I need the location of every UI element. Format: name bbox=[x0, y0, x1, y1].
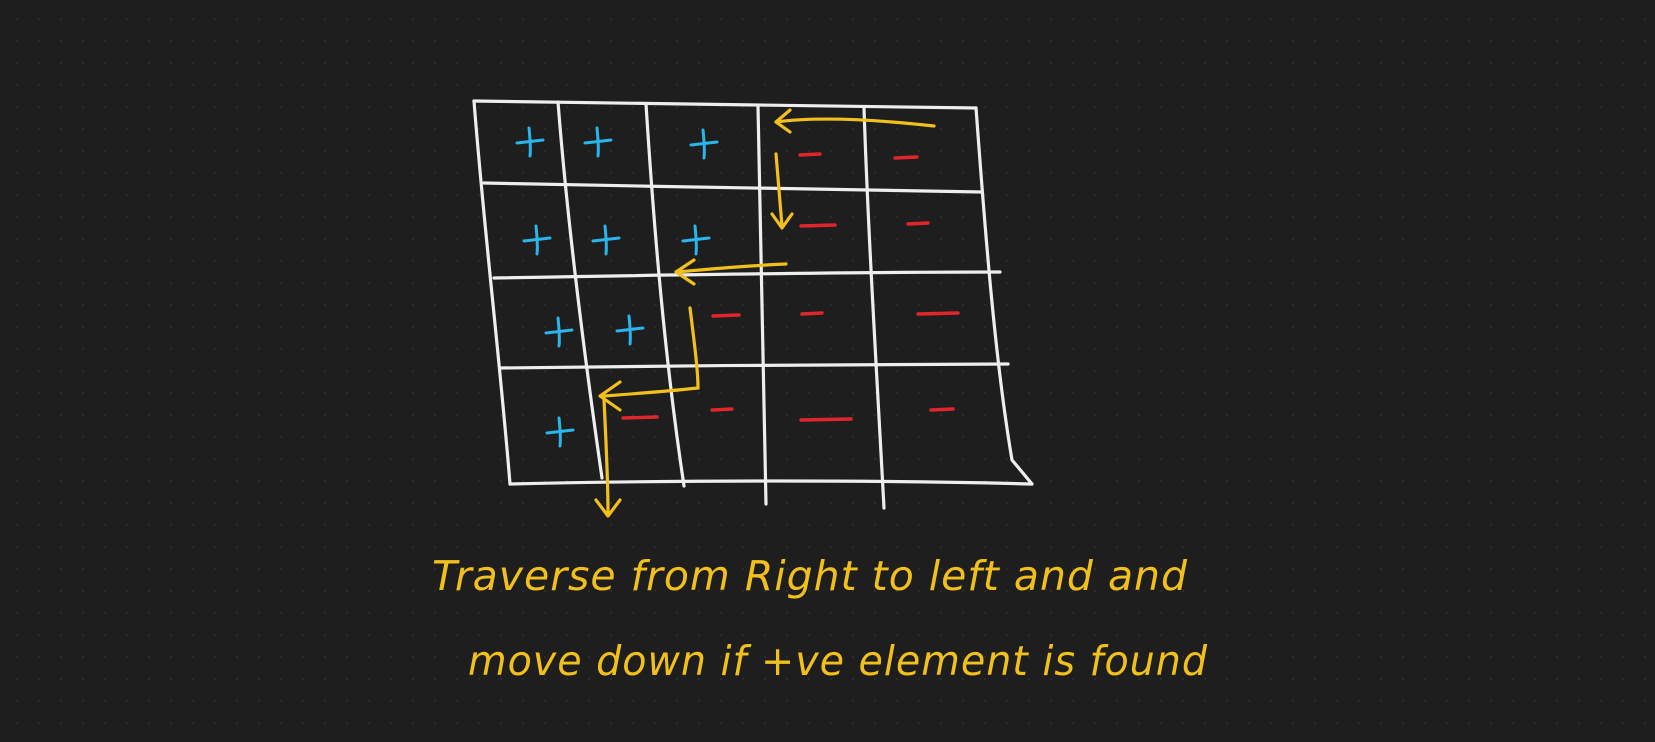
grid-column-line bbox=[472, 99, 512, 486]
matrix-grid bbox=[472, 99, 1034, 510]
arrow-icon bbox=[598, 380, 622, 412]
minus-sign bbox=[621, 415, 659, 420]
grid-row-line bbox=[482, 181, 984, 194]
minus-sign bbox=[916, 311, 960, 316]
minus-sign bbox=[711, 313, 741, 318]
grid-row-line bbox=[508, 479, 1034, 486]
plus-sign bbox=[583, 126, 613, 158]
matrix-cells bbox=[515, 126, 960, 448]
caption-line-1: Traverse from Right to left and and bbox=[432, 552, 1188, 600]
minus-sign bbox=[929, 407, 955, 412]
arrow-icon bbox=[688, 306, 700, 390]
plus-sign bbox=[545, 416, 575, 448]
traversal-path bbox=[594, 108, 936, 518]
minus-sign bbox=[800, 311, 824, 316]
plus-sign bbox=[522, 224, 552, 256]
arrow-icon bbox=[774, 117, 936, 128]
arrow-icon bbox=[770, 212, 794, 230]
grid-row-line bbox=[498, 362, 1010, 370]
grid-column-line bbox=[756, 104, 768, 506]
minus-sign bbox=[798, 152, 822, 157]
arrow-icon bbox=[602, 398, 610, 514]
grid-column-line bbox=[862, 106, 886, 510]
minus-sign bbox=[799, 223, 837, 228]
minus-sign bbox=[799, 417, 853, 422]
plus-sign bbox=[615, 314, 645, 346]
grid-column-line bbox=[974, 106, 1034, 486]
arrow-icon bbox=[674, 258, 696, 286]
arrow-icon bbox=[774, 108, 792, 134]
grid-column-line bbox=[556, 100, 604, 480]
minus-sign bbox=[710, 407, 734, 412]
caption-line-2: move down if +ve element is found bbox=[468, 637, 1208, 685]
arrow-icon bbox=[674, 262, 788, 274]
grid-column-line bbox=[644, 102, 686, 488]
plus-sign bbox=[515, 126, 545, 158]
arrow-icon bbox=[594, 498, 622, 518]
grid-row-line bbox=[492, 270, 1002, 280]
arrow-icon bbox=[774, 152, 784, 228]
arrow-icon bbox=[602, 386, 700, 398]
plus-sign bbox=[591, 224, 621, 256]
plus-sign bbox=[544, 316, 574, 348]
plus-sign bbox=[689, 128, 719, 160]
plus-sign bbox=[681, 224, 711, 256]
minus-sign bbox=[906, 221, 930, 226]
grid-row-line bbox=[472, 99, 978, 110]
minus-sign bbox=[893, 155, 919, 160]
